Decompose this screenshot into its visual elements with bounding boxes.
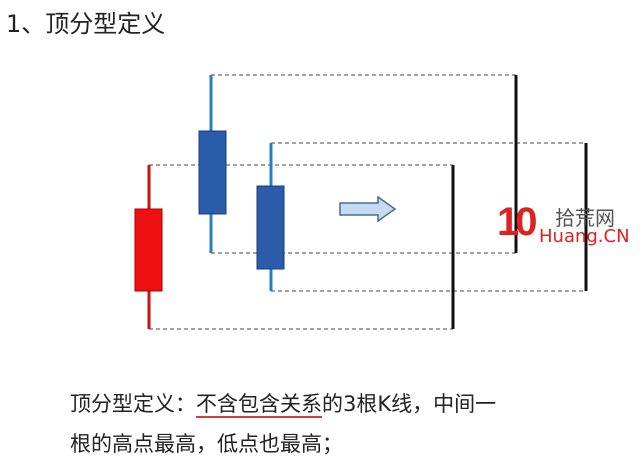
definition-label: 顶分型定义： bbox=[70, 392, 196, 416]
red-candle-body bbox=[134, 208, 163, 292]
definition-rest: 的3根K线，中间一 bbox=[322, 392, 497, 416]
definition-line-2: 根的高点最高，低点也最高； bbox=[70, 432, 343, 456]
slide-title: 1、顶分型定义 bbox=[6, 10, 166, 38]
blue-candle-2-body bbox=[256, 185, 285, 270]
blue-candle-1-body bbox=[198, 130, 227, 215]
logo-en: Huang.CN bbox=[539, 226, 630, 247]
arrow-right-icon bbox=[339, 195, 397, 223]
definition-line-1: 顶分型定义：不含包含关系的3根K线，中间一 bbox=[70, 388, 496, 418]
logo-cn: 拾荒网 bbox=[555, 206, 615, 230]
definition-underlined: 不含包含关系 bbox=[196, 392, 322, 418]
logo-number: 10 bbox=[497, 200, 537, 244]
watermark-logo: 10 拾荒网 Huang.CN bbox=[495, 200, 635, 250]
